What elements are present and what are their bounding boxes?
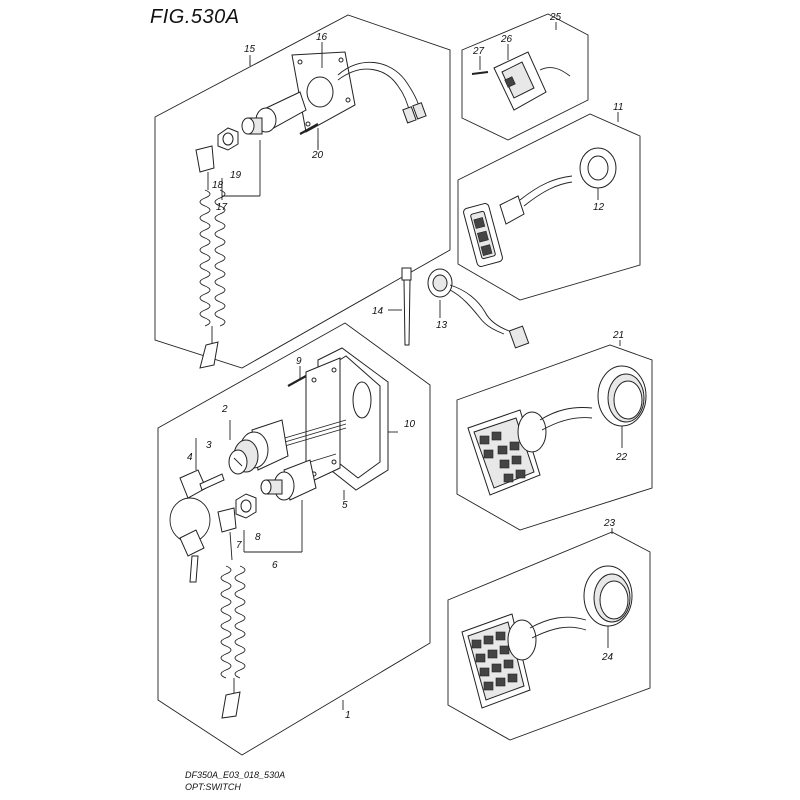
callout-27: 27 [472,46,485,57]
callout-12: 12 [593,202,605,213]
group-25-box [461,13,589,141]
callout-26: 26 [500,34,513,45]
callout-4: 4 [187,452,193,463]
key-switch-2 [228,419,347,475]
callout-5: 5 [342,500,348,511]
buzzer-13 [427,268,530,349]
callout-18: 18 [212,180,224,191]
callout-13: 13 [436,320,448,331]
callout-3: 3 [206,440,212,451]
callout-10: 10 [404,419,416,430]
callout-17: 17 [216,202,228,213]
callout-11: 11 [613,102,623,113]
group-1-box [157,322,431,756]
plate-5 [305,357,341,485]
callout-6: 6 [272,560,278,571]
nut-22 [597,365,647,427]
nut-24 [583,565,633,627]
leader-lines [221,22,623,710]
nut-12 [579,147,617,189]
callout-14: 14 [372,306,384,317]
figure-title: FIG.530A [150,6,240,28]
callout-labels: 1 2 3 4 5 6 7 8 9 10 11 12 13 14 15 16 1… [187,12,628,721]
footer-code: DF350A_E03_018_530A [185,770,286,780]
rocker-switch-26 [493,51,571,111]
plate-16 [291,51,356,133]
lanyard-18 [195,145,226,369]
key-4 [179,469,225,499]
callout-2: 2 [221,404,228,415]
stop-switch-6 [260,453,337,501]
switch-panel-23 [461,613,587,709]
callout-15: 15 [244,44,256,55]
switch-17 [241,91,307,135]
group-21-box [456,344,653,531]
callout-9: 9 [296,356,302,367]
cable-tie-14 [401,267,412,346]
callout-8: 8 [255,532,261,543]
callout-16: 16 [316,32,328,43]
switch-panel-11 [463,175,573,267]
callout-22: 22 [615,452,628,463]
switch-panel-21 [467,407,593,496]
group-11-box [457,113,641,301]
callout-21: 21 [612,330,624,341]
callout-19: 19 [230,170,242,181]
callout-1: 1 [345,710,351,721]
callout-20: 20 [311,150,324,161]
key-lower [179,529,205,583]
callout-25: 25 [549,12,562,23]
nut-19 [217,127,239,151]
callout-7: 7 [236,540,242,551]
lanyard-7 [217,507,246,719]
footer-name: OPT:SWITCH [185,782,241,792]
callout-23: 23 [603,518,616,529]
callout-24: 24 [601,652,614,663]
nut-8 [235,493,257,519]
